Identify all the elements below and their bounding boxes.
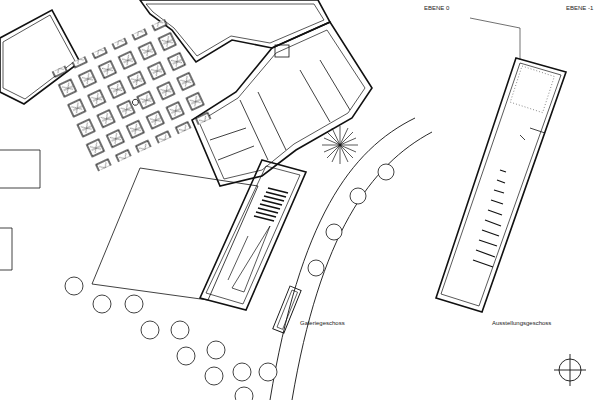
new-gallery [92,160,306,333]
north-arrow [554,354,586,386]
road [270,118,432,400]
floor-label: Galeriegeschoss [300,320,345,326]
trees [65,126,394,400]
level-label: EBENE 0 [424,5,449,11]
lower-level-plan [436,18,566,312]
floor-label: Ausstellungsgeschoss [492,320,551,326]
courtyard-planters [49,17,215,172]
level-label: EBENE -1 [566,5,593,11]
